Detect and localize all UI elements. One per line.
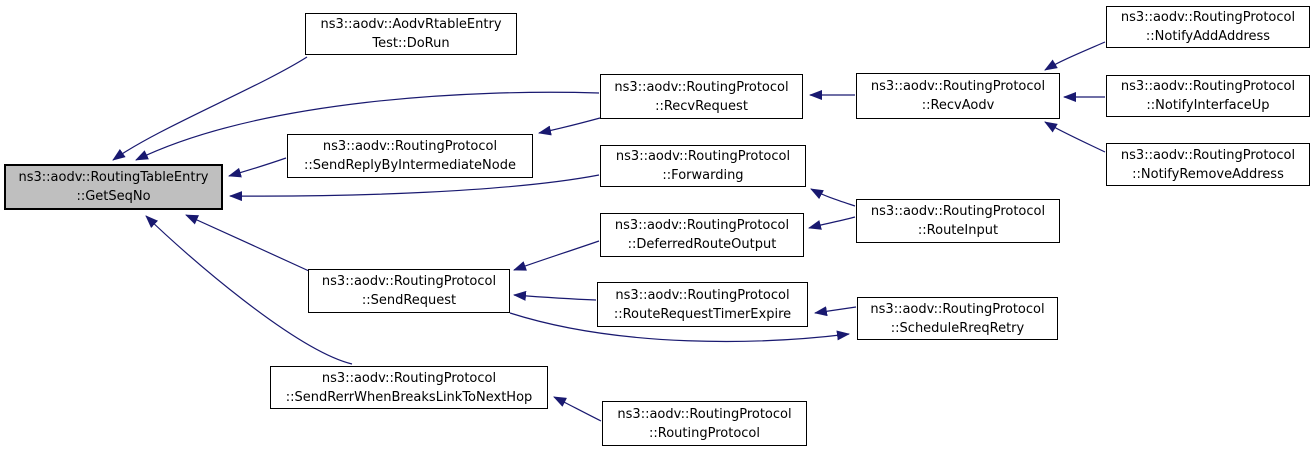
node-label: ns3::aodv::RoutingProtocol [870,204,1046,219]
node-label: ::NotifyInterfaceUp [1146,98,1270,113]
node-sendrequest[interactable]: ns3::aodv::RoutingProtocol ::SendRequest [308,269,510,313]
node-forwarding[interactable]: ns3::aodv::RoutingProtocol ::Forwarding [600,145,806,187]
edge-sendrequest-schedulerreqretry [509,312,850,343]
edge-deferredrouteoutput-sendrequest [513,240,600,271]
node-label: ns3::aodv::RoutingProtocol [617,406,792,422]
node-recvaodv[interactable]: ns3::aodv::RoutingProtocol ::RecvAodv [856,73,1060,119]
node-deferredrouteoutput[interactable]: ns3::aodv::RoutingProtocol ::DeferredRou… [600,213,804,257]
edge-recvrequest-getseqno [135,91,600,161]
edge-dorun-getseqno [112,56,308,161]
node-label: ns3::aodv::RoutingProtocol [870,79,1046,94]
node-label: ::DeferredRouteOutput [627,237,777,252]
node-dorun[interactable]: ns3::aodv::AodvRtableEntry Test::DoRun [305,13,517,55]
node-label: Test::DoRun [372,36,450,51]
node-label: ns3::aodv::RoutingProtocol [615,287,790,303]
node-label: ::RoutingProtocol [649,425,760,441]
node-routeinput[interactable]: ns3::aodv::RoutingProtocol ::RouteInput [856,199,1060,243]
node-label: ns3::aodv::AodvRtableEntry [320,17,502,32]
edge-schedulerreqretry-routerequesttimerexpire [814,306,857,317]
node-getseqno[interactable]: ns3::aodv::RoutingTableEntry ::GetSeqNo [4,164,223,210]
edge-sendrerrwhenbreakslinktonexthop-getseqno [145,215,353,365]
edge-forwarding-getseqno [229,174,600,202]
node-label: ::GetSeqNo [76,189,151,204]
edge-routingprotocol-sendrerrwhenbreakslinktonexthop [553,396,602,422]
edge-routeinput-forwarding [810,188,856,207]
edge-sendreplybyintermediatenode-getseqno [228,157,287,178]
node-label: ::SendRequest [361,293,457,308]
node-label: ns3::aodv::RoutingProtocol [1120,10,1296,25]
node-label: ::RouteInput [917,223,999,238]
node-label: ::SendRerrWhenBreaksLinkToNextHop [285,389,533,405]
node-notifyinterfaceup[interactable]: ns3::aodv::RoutingProtocol ::NotifyInter… [1106,75,1310,117]
node-label: ::RecvAodv [921,98,995,113]
edge-notifyremoveaddress-recvaodv [1044,121,1106,153]
node-routerequesttimerexpire[interactable]: ns3::aodv::RoutingProtocol ::RouteReques… [597,282,808,327]
node-label: ::ScheduleRreqRetry [890,320,1025,336]
node-label: ns3::aodv::RoutingProtocol [614,218,790,233]
node-label: ::Forwarding [662,168,744,183]
node-label: ns3::aodv::RoutingProtocol [1120,147,1296,163]
node-label: ns3::aodv::RoutingProtocol [321,370,497,386]
node-notifyremoveaddress[interactable]: ns3::aodv::RoutingProtocol ::NotifyRemov… [1106,143,1310,186]
node-label: ::SendReplyByIntermediateNode [304,158,516,173]
node-label: ns3::aodv::RoutingProtocol [1120,79,1296,94]
node-label: ns3::aodv::RoutingProtocol [615,149,791,164]
node-sendrerrwhenbreakslinktonexthop[interactable]: ns3::aodv::RoutingProtocol ::SendRerrWhe… [270,366,548,409]
node-label: ns3::aodv::RoutingProtocol [321,274,497,289]
edge-routeinput-deferredrouteoutput [808,216,856,230]
node-label: ns3::aodv::RoutingProtocol [614,79,789,95]
node-label: ::NotifyAddAddress [1145,29,1271,44]
node-label: ns3::aodv::RoutingProtocol [322,139,498,154]
node-label: ::RouteRequestTimerExpire [613,306,792,322]
node-label: ns3::aodv::RoutingTableEntry [18,170,209,185]
edge-sendrequest-getseqno [185,214,310,272]
node-label: ::NotifyRemoveAddress [1132,166,1284,182]
node-label: ns3::aodv::RoutingProtocol [870,301,1045,317]
node-sendreplybyintermediatenode[interactable]: ns3::aodv::RoutingProtocol ::SendReplyBy… [287,134,533,178]
edge-recvrequest-sendreplybyintermediatenode [538,117,601,136]
node-schedulerreqretry[interactable]: ns3::aodv::RoutingProtocol ::ScheduleRre… [857,297,1058,340]
edge-routerequesttimerexpire-sendrequest [513,290,597,301]
node-routingprotocol[interactable]: ns3::aodv::RoutingProtocol ::RoutingProt… [602,401,807,446]
node-label: ::RecvRequest [655,98,748,114]
node-notifyaddaddress[interactable]: ns3::aodv::RoutingProtocol ::NotifyAddAd… [1106,6,1310,48]
node-recvrequest[interactable]: ns3::aodv::RoutingProtocol ::RecvRequest [600,74,803,119]
edge-notifyaddaddress-recvaodv [1044,41,1106,71]
